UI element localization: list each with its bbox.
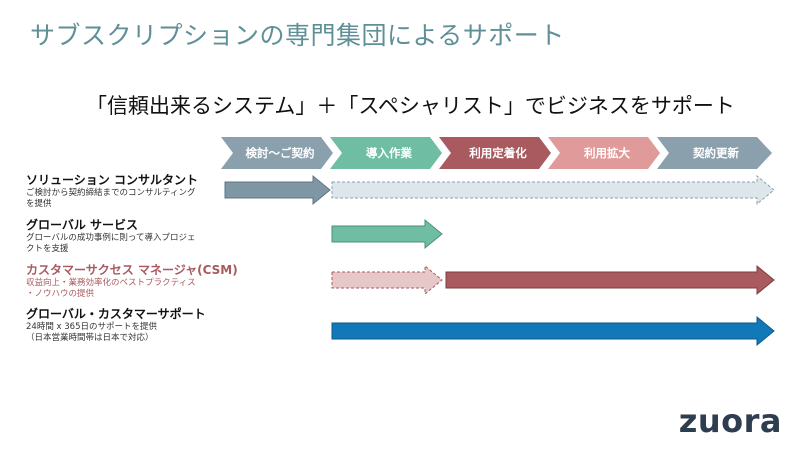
phase-chevron-2: 導入作業 <box>330 137 442 169</box>
phase-label-1: 検討〜ご契約 <box>246 146 315 160</box>
row-title: グローバル・カスタマーサポート <box>26 307 206 321</box>
phase-chevron-3: 利用定着化 <box>439 137 551 169</box>
consultant-arrow-solid <box>224 174 331 206</box>
page-subtitle: 「信頼出来るシステム」＋「スペシャリスト」でビジネスをサポート <box>86 94 735 118</box>
row-title: カスタマーサクセス マネージャ(CSM) <box>26 263 238 277</box>
support-arrow <box>331 315 775 347</box>
row-desc-line: を提供 <box>26 199 52 209</box>
row-csm: カスタマーサクセス マネージャ(CSM) 収益向上・業務効率化のベストプラクティ… <box>26 261 238 300</box>
row-services: グローバル サービス グローバルの成功事例に則って導入プロジェ クトを支援 <box>26 216 196 255</box>
phase-label-4: 利用拡大 <box>583 146 630 160</box>
row-desc-line: ご検討から契約締結までのコンサルティング <box>26 188 196 198</box>
csm-arrow-dashed <box>331 264 443 296</box>
phase-chevron-4: 利用拡大 <box>548 137 660 169</box>
row-consultant: ソリューション コンサルタント ご検討から契約締結までのコンサルティング を提供 <box>26 171 198 210</box>
phase-label-3: 利用定着化 <box>468 146 527 160</box>
phase-chevron-1: 検討〜ご契約 <box>221 137 333 169</box>
row-desc-line: 収益向上・業務効率化のベストプラクティス <box>26 278 196 288</box>
page-title: サブスクリプションの専門集団によるサポート <box>30 21 565 50</box>
row-title: ソリューション コンサルタント <box>26 173 198 187</box>
row-desc-line: クトを支援 <box>26 244 69 254</box>
zuora-logo: zuora <box>678 402 782 440</box>
row-support: グローバル・カスタマーサポート 24時間 x 365日のサポートを提供 （日本営… <box>26 305 206 344</box>
row-desc-line: （日本営業時間帯は日本で対応） <box>26 333 154 343</box>
phase-chevron-5: 契約更新 <box>657 137 772 169</box>
csm-arrow-solid <box>445 264 775 296</box>
row-desc-line: グローバルの成功事例に則って導入プロジェ <box>26 233 196 243</box>
phase-label-5: 契約更新 <box>692 146 739 160</box>
row-desc-line: 24時間 x 365日のサポートを提供 <box>26 322 157 332</box>
row-desc-line: ・ノウハウの提供 <box>26 289 95 299</box>
row-title: グローバル サービス <box>26 218 139 232</box>
services-arrow <box>331 218 443 250</box>
phase-label-2: 導入作業 <box>366 146 412 160</box>
consultant-arrow-dashed <box>331 174 775 206</box>
